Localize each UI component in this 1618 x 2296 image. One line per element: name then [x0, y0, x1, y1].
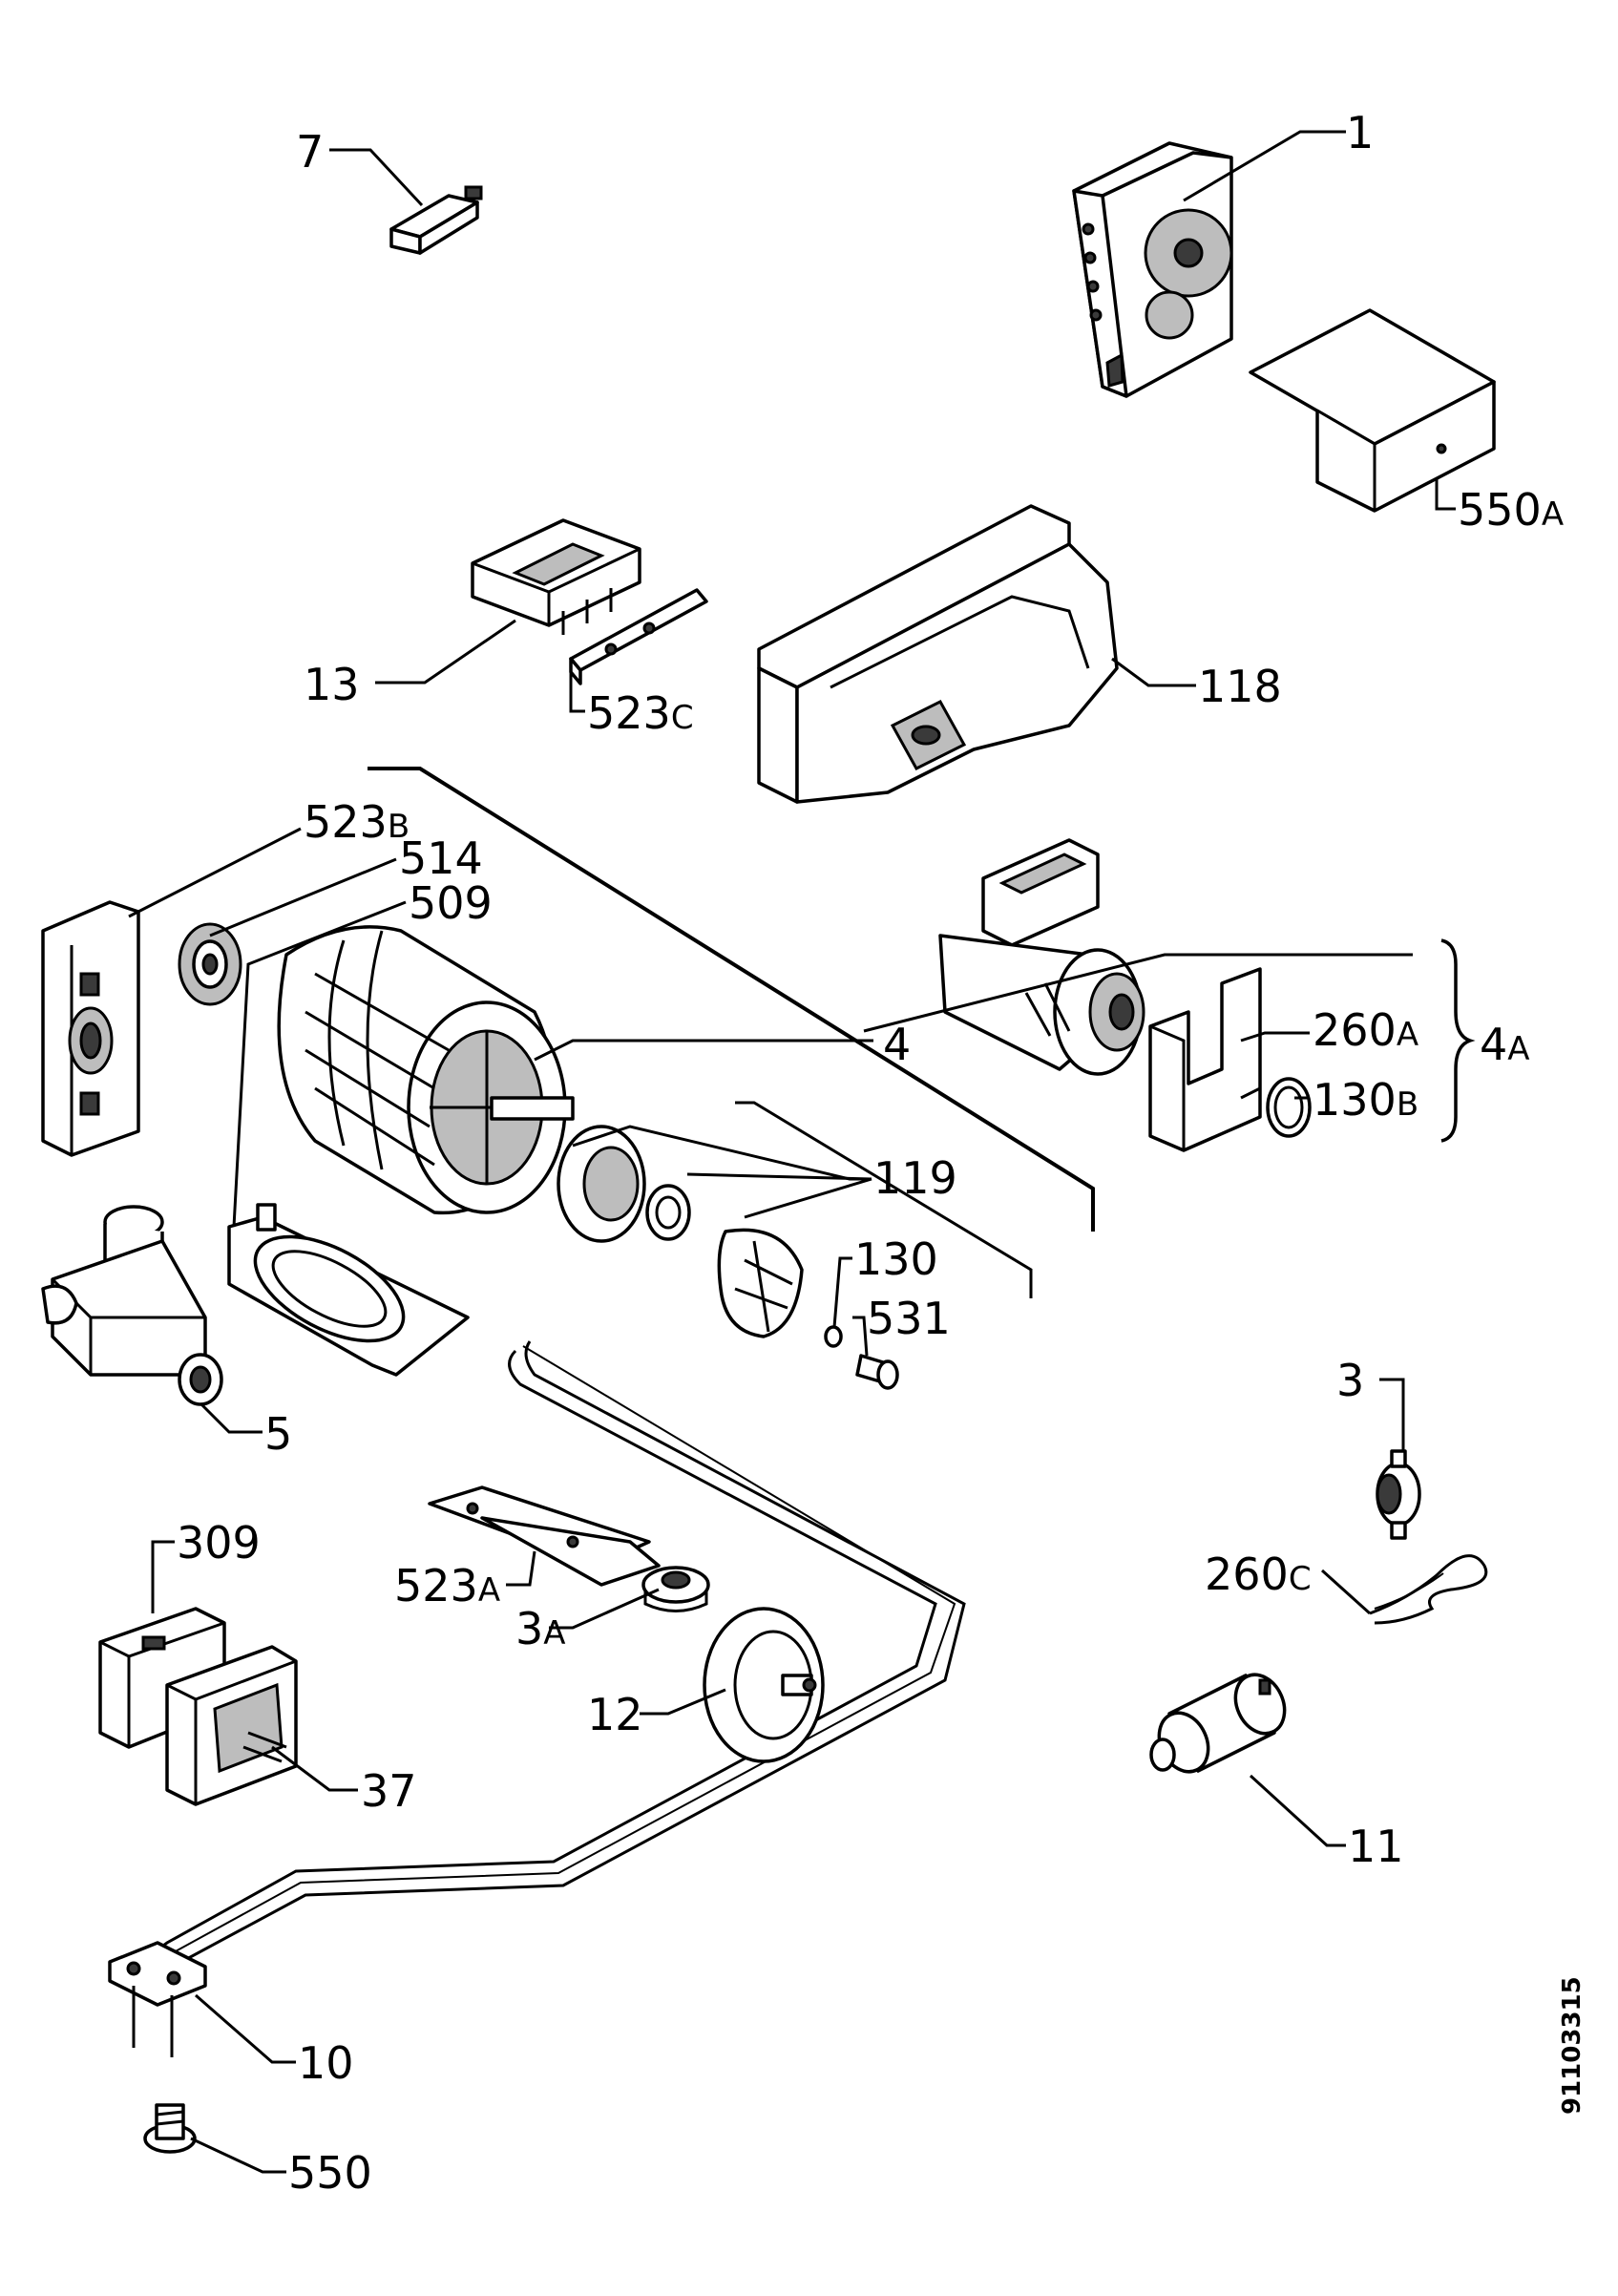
callout-119: 119	[873, 1152, 957, 1204]
callout-550a: 550A	[1458, 484, 1564, 536]
group-brackets	[368, 767, 1476, 1298]
callout-7: 7	[296, 126, 324, 178]
callout-523b: 523B	[304, 796, 410, 848]
callout-5: 5	[264, 1408, 292, 1460]
part-514-bushing	[178, 922, 242, 1006]
part-550a-cover	[1249, 308, 1496, 513]
callout-260a: 260A	[1313, 1004, 1418, 1056]
callout-3: 3	[1336, 1355, 1364, 1406]
callout-509: 509	[409, 877, 493, 929]
part-1-timer	[1072, 141, 1233, 398]
callout-130: 130	[854, 1233, 938, 1285]
callout-37: 37	[361, 1765, 417, 1817]
callout-550: 550	[288, 2147, 372, 2199]
callout-11: 11	[1348, 1821, 1404, 1872]
part-118-dispenser	[757, 504, 1119, 804]
part-11-capacitor	[1149, 1673, 1287, 1774]
callout-4a: 4A	[1480, 1019, 1530, 1070]
part-260a-clip	[1148, 967, 1262, 1152]
callout-3a: 3A	[515, 1603, 566, 1654]
part-260c-clip	[1369, 1554, 1488, 1625]
callout-4: 4	[883, 1019, 911, 1070]
callout-309: 309	[177, 1517, 261, 1569]
part-523b-plate	[41, 900, 140, 1157]
part-3-switch	[1376, 1449, 1421, 1540]
part-5-valve	[41, 1205, 223, 1406]
part-523c-bracket	[569, 588, 708, 685]
part-4a-pump	[938, 838, 1145, 1076]
callout-130b: 130B	[1313, 1074, 1418, 1126]
part-10-heater	[108, 1340, 966, 2057]
part-523a-bracket	[428, 1485, 661, 1587]
callout-260c: 260C	[1205, 1548, 1312, 1600]
callout-118: 118	[1198, 661, 1282, 712]
callout-labels: 7 1 550A 13 523C 118 523B 514 509 4 260A…	[177, 107, 1564, 2199]
part-4-motor	[277, 925, 575, 1215]
callout-1: 1	[1346, 107, 1374, 158]
part-7-connector	[389, 185, 483, 255]
callout-514: 514	[399, 832, 483, 884]
part-130b-oring	[1266, 1077, 1312, 1138]
callout-12: 12	[587, 1689, 643, 1740]
part-12-pressure-switch	[703, 1607, 825, 1763]
part-550-plug	[143, 2103, 197, 2154]
part-3a-thermostat	[641, 1566, 710, 1612]
part-509-gasket	[227, 1203, 470, 1377]
callout-10: 10	[298, 2037, 354, 2089]
part-119-impeller-stack	[557, 1125, 899, 1390]
callout-531: 531	[867, 1293, 951, 1344]
part-13-switch	[471, 518, 641, 635]
callout-523c: 523C	[587, 687, 694, 739]
drawing-number: 91103315	[1558, 1976, 1586, 2115]
callout-13: 13	[304, 659, 360, 710]
callout-523a: 523A	[394, 1560, 500, 1611]
leader-lines	[128, 130, 1456, 2174]
